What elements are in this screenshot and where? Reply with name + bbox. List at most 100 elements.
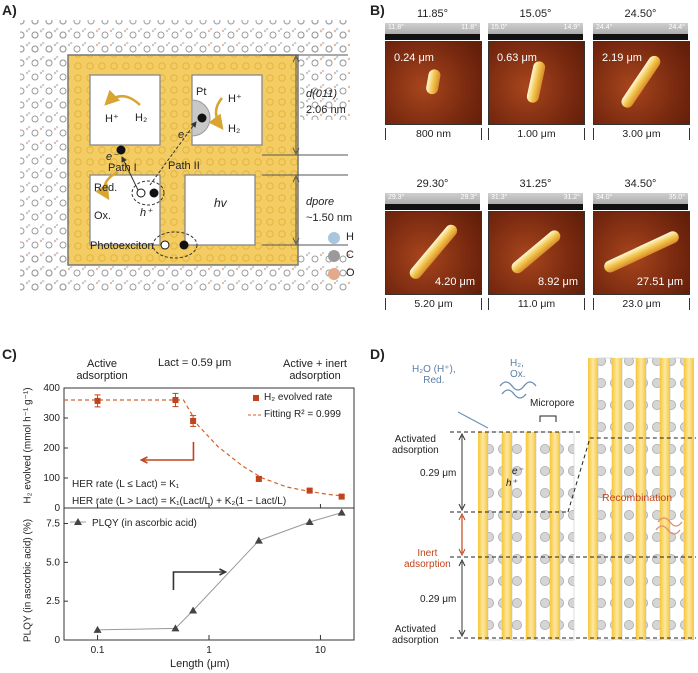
droplet-side-angle: 15.0° — [491, 24, 508, 31]
plqy-data-point — [189, 606, 198, 614]
afm-rod — [509, 228, 563, 276]
legend-plqy: PLQY (in ascorbic acid) — [92, 518, 197, 529]
plqy-line — [97, 512, 342, 631]
h2-data-point — [255, 475, 262, 482]
panel-d-diagram — [450, 357, 696, 641]
y-tick-label-bottom: 0 — [54, 635, 60, 646]
distance-bottom: 0.29 μm — [420, 594, 457, 605]
droplet-side-angle: 11.8° — [388, 24, 404, 31]
y-tick-label-top: 0 — [54, 503, 60, 514]
dpore-label: dpore — [306, 196, 335, 208]
rod-length-label: 0.24 μm — [394, 52, 434, 64]
afm-image: 27.51 μm — [593, 211, 690, 295]
legend-marker-h2 — [253, 395, 259, 401]
afm-scale-bar: 5.20 μm — [385, 298, 482, 310]
ox-label: Ox. — [94, 210, 112, 222]
rod-length-label: 27.51 μm — [636, 276, 683, 288]
photoexciton-label: Photoexciton — [90, 240, 154, 252]
distance-top: 0.29 μm — [420, 468, 457, 479]
h2-data-point — [306, 487, 313, 494]
guide-arrowhead-plqy — [219, 568, 228, 576]
droplet-profile: 11.8° 11.8° — [385, 23, 480, 40]
rod-length-label: 0.63 μm — [497, 52, 537, 64]
rod-length-label: 8.92 μm — [538, 276, 578, 288]
y-tick-label-top: 100 — [43, 473, 60, 484]
afm-contact-angle: 24.50° — [624, 8, 657, 20]
afm-contact-angle: 31.25° — [519, 178, 552, 190]
h2-ox-label: H₂, Ox. — [510, 358, 526, 380]
h2o-label: H₂O (H⁺), Red. — [412, 364, 456, 386]
rod-length-label: 2.19 μm — [602, 52, 642, 64]
x-tick-label: 0.1 — [91, 645, 105, 656]
ylabel-h2: H₂ evolved (mmol h⁻¹ g⁻¹) — [22, 387, 34, 504]
pore2-h2: H₂ — [228, 123, 241, 135]
h2-data-point — [94, 397, 101, 404]
plqy-data-point — [93, 625, 102, 633]
afm-contact-angle: 15.05° — [519, 8, 552, 20]
legend-h2-rate: H₂ evolved rate — [264, 392, 333, 403]
legend-fitting: Fitting R² = 0.999 — [264, 409, 341, 420]
panel-label-b: B) — [370, 2, 385, 18]
droplet-side-angle: 24.4° — [596, 24, 613, 31]
left-channel-stack — [478, 431, 575, 641]
afm-image: 4.20 μm — [385, 211, 482, 295]
afm-scale-bar: 11.0 μm — [488, 298, 585, 310]
y-tick-label-bottom: 2.5 — [46, 596, 60, 607]
afm-image: 0.63 μm — [488, 41, 585, 125]
afm-scale-bar: 23.0 μm — [593, 298, 690, 310]
pore2-h-plus: H⁺ — [228, 93, 242, 105]
droplet-side-angle: 35.0° — [668, 194, 685, 201]
electron-label-1: e⁻ — [106, 151, 118, 163]
ylabel-plqy: PLQY (in ascorbic acid) (%) — [22, 518, 34, 643]
h2-data-point — [190, 418, 197, 424]
y-tick-label-bottom: 5.0 — [46, 557, 60, 568]
her-equation-2: HER rate (L > Lact) = K₁(Lact/L) + K₂(1 … — [72, 496, 287, 507]
guide-arrow-plqy — [172, 571, 224, 590]
dpore-value: ~1.50 nm — [306, 212, 353, 224]
y-tick-label-top: 400 — [43, 383, 60, 394]
xlabel-length: Length (μm) — [170, 658, 230, 670]
afm-scale-bar: 3.00 μm — [593, 128, 690, 140]
micropore-label: Micropore — [530, 398, 575, 409]
afm-rod — [424, 68, 442, 96]
x-tick-label: 10 — [315, 645, 327, 656]
active-adsorption-label: Active adsorption — [76, 358, 128, 382]
d011-value: 2.06 nm — [306, 104, 346, 116]
afm-contact-angle: 29.30° — [416, 178, 449, 190]
droplet-side-angle: 29.3° — [460, 194, 477, 201]
pore1-h-plus: H⁺ — [105, 113, 119, 125]
afm-image: 8.92 μm — [488, 211, 585, 295]
right-channel-stack — [588, 357, 694, 641]
y-tick-label-top: 300 — [43, 413, 60, 424]
legend-o: O — [346, 267, 355, 279]
panel-label-c: C) — [2, 346, 17, 362]
active-inert-label: Active + inert adsorption — [283, 358, 347, 382]
afm-scale-bar: 1.00 μm — [488, 128, 585, 140]
droplet-side-angle: 14.9° — [563, 24, 580, 31]
guide-arrow-h2 — [143, 442, 195, 461]
droplet-profile: 24.4°24.4° — [593, 23, 688, 40]
droplet-profile: 15.0° 14.9° — [488, 23, 583, 40]
hole-label: h⁺ — [140, 207, 152, 219]
hv-label: hv — [214, 196, 227, 210]
recombination-label: Recombination — [602, 492, 673, 504]
legend-c: C — [346, 249, 354, 261]
inert-adsorption-label: Inert adsorption — [404, 548, 451, 570]
afm-image: 2.19 μm — [593, 41, 690, 125]
y-tick-label-bottom: 7.5 — [46, 519, 60, 530]
afm-rod — [601, 229, 681, 275]
pore1-h2: H₂ — [135, 112, 148, 124]
droplet-side-angle: 31.2° — [563, 194, 580, 201]
electron-label-d: e⁻ — [512, 466, 523, 477]
afm-rod — [525, 60, 547, 104]
panel-label-a: A) — [2, 2, 17, 18]
afm-rod — [407, 222, 459, 282]
red-label: Red. — [94, 182, 118, 194]
droplet-side-angle: 31.3° — [491, 194, 508, 201]
afm-scale-bar: 800 nm — [385, 128, 482, 140]
plqy-data-point — [171, 624, 180, 632]
legend-marker-plqy — [74, 518, 82, 525]
droplet-side-angle: 11.8° — [461, 24, 477, 31]
fit-curve — [64, 399, 344, 497]
